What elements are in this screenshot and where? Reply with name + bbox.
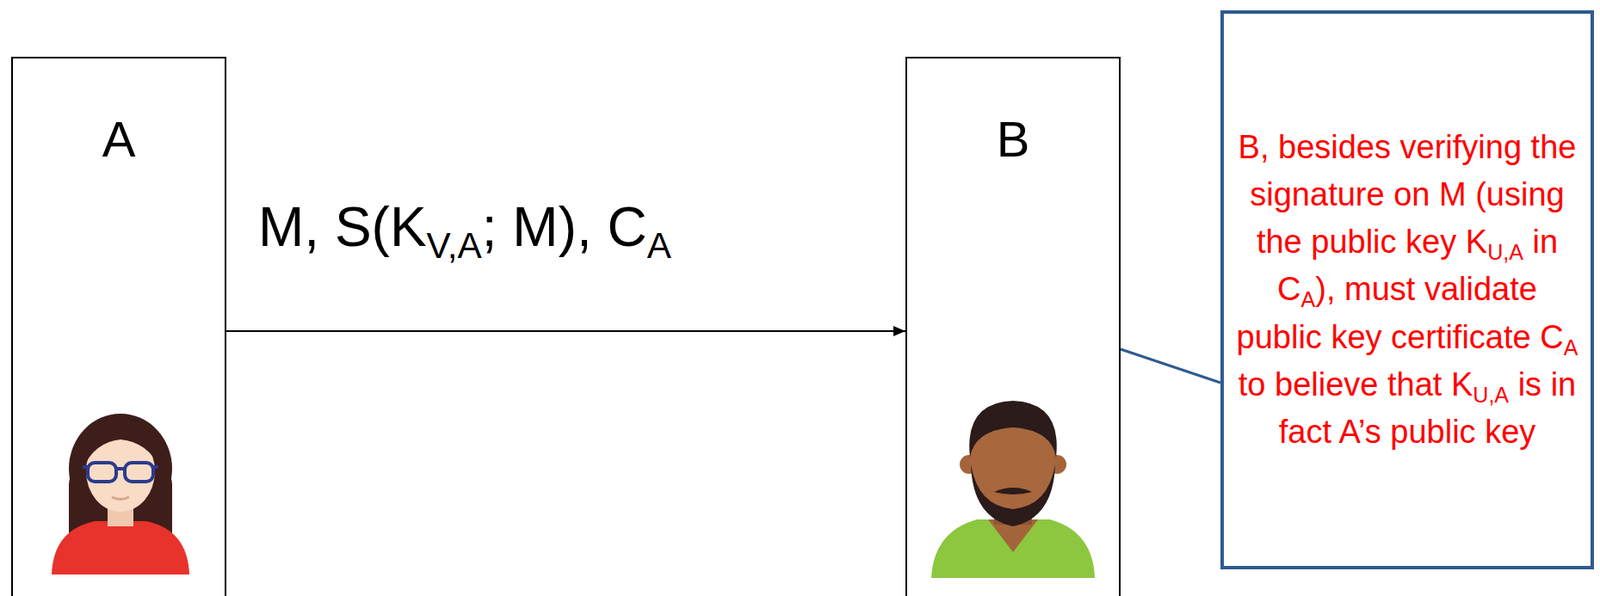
message-arrow — [226, 326, 906, 337]
man-avatar — [931, 401, 1095, 579]
subscript: A — [1301, 287, 1316, 312]
callout-box: B, besides verifying the signature on M … — [1220, 10, 1594, 570]
message-label: M, S(KV,A; M), CA — [258, 194, 672, 261]
callout-leader — [1120, 349, 1221, 384]
actor-box: A — [11, 56, 227, 596]
actor-name: B — [907, 111, 1119, 167]
actor-name: A — [12, 111, 225, 167]
subscript: A — [647, 225, 672, 266]
actor-box: B — [905, 56, 1121, 596]
subscript: V,A — [426, 225, 482, 266]
subscript: U,A — [1487, 240, 1524, 265]
subscript: A — [1563, 335, 1579, 360]
woman-avatar — [51, 413, 190, 575]
callout-text: B, besides verifying the signature on M … — [1230, 123, 1584, 457]
subscript: U,A — [1472, 383, 1509, 408]
